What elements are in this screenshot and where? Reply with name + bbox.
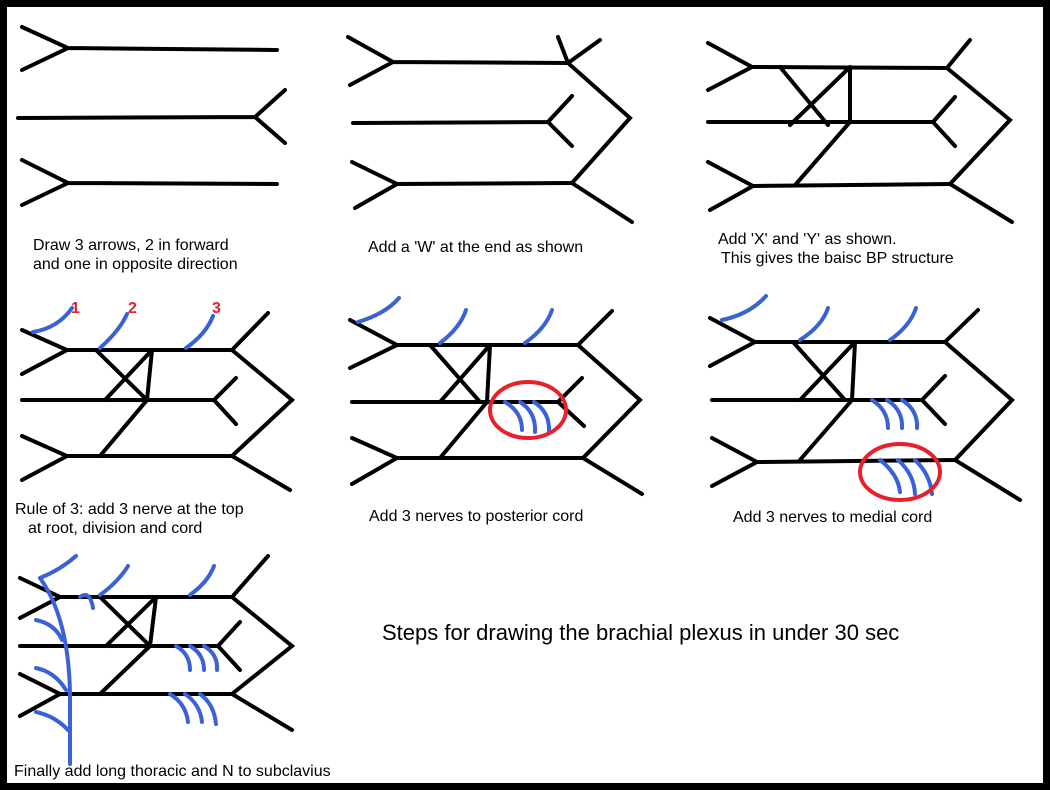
- w-shape: [575, 309, 644, 496]
- caption-line: Add a 'W' at the end as shown: [368, 239, 584, 256]
- posterior-cord-nerve-2: [885, 398, 905, 430]
- root-nerve: [720, 294, 768, 322]
- arrow-middle: [350, 376, 586, 428]
- step-5-nerves: [356, 296, 554, 434]
- cord-nerve: [184, 314, 215, 350]
- w-shape: [556, 35, 634, 224]
- nerve-number-3: 3: [212, 300, 221, 317]
- cord-nerve: [188, 564, 216, 597]
- figure-title: Steps for drawing the brachial plexus in…: [382, 620, 900, 645]
- step-1-drawing: [16, 25, 287, 207]
- step-5-caption: Add 3 nerves to posterior cord: [369, 507, 583, 526]
- step-3-caption: Add 'X' and 'Y' as shown. This gives the…: [718, 230, 954, 268]
- caption-line: at root, division and cord: [28, 520, 203, 537]
- division-nerve: [98, 312, 129, 350]
- arrow-middle: [16, 88, 287, 145]
- nerve-number-2: 2: [128, 300, 137, 317]
- posterior-cord-highlight-circle: [488, 380, 568, 440]
- posterior-cord-nerve-3: [532, 400, 552, 434]
- arrow-middle: [20, 376, 238, 426]
- step-7-drawing: [18, 554, 296, 732]
- caption-line: and one in opposite direction: [33, 256, 238, 273]
- root-nerve: [38, 554, 78, 580]
- posterior-cord-nerve-2: [188, 644, 206, 672]
- posterior-cord-nerve-3: [202, 644, 220, 672]
- w-shape: [228, 554, 296, 732]
- posterior-cord-nerve-1: [870, 398, 890, 430]
- arrow-top: [20, 25, 279, 72]
- step-4-nerves: [31, 306, 215, 350]
- y-shape: [98, 595, 158, 696]
- arrow-bottom: [706, 160, 952, 212]
- x-shape: [428, 343, 492, 404]
- medial-cord-nerve-2: [183, 692, 204, 724]
- caption-line: Draw 3 arrows, 2 in forward: [33, 237, 229, 254]
- arrow-middle: [706, 95, 957, 148]
- arrow-bottom: [20, 158, 279, 207]
- posterior-cord-nerve-1: [174, 644, 192, 672]
- arrow-bottom: [350, 160, 574, 210]
- step-1-caption: Draw 3 arrows, 2 in forward and one in o…: [33, 236, 238, 274]
- arrow-bottom: [20, 434, 234, 482]
- w-shape: [942, 308, 1022, 502]
- step-4-caption: Rule of 3: add 3 nerve at the top at roo…: [15, 500, 244, 538]
- caption-line: This gives the baisc BP structure: [721, 250, 954, 267]
- step-7-nerves: [34, 554, 220, 766]
- y-shape: [438, 343, 492, 460]
- arrow-middle: [18, 620, 242, 672]
- medial-cord-nerve-2: [896, 458, 917, 496]
- step-6-nerves: [720, 294, 934, 496]
- step-5-drawing: [348, 309, 644, 496]
- division-nerve: [798, 306, 830, 342]
- step-4-drawing: [20, 311, 296, 492]
- step-7-caption: Finally add long thoracic and N to subcl…: [14, 762, 331, 781]
- figure-panel: [7, 7, 1043, 783]
- arrow-top: [346, 35, 570, 87]
- arrow-top: [706, 41, 949, 92]
- arrow-bottom: [18, 672, 234, 718]
- y-shape: [98, 348, 154, 458]
- root-nerve: [31, 306, 74, 334]
- caption-line: Rule of 3: add 3 nerve at the top: [15, 501, 244, 518]
- step-6-drawing: [708, 308, 1022, 502]
- caption-line: Add 'X' and 'Y' as shown.: [718, 231, 897, 248]
- posterior-cord-nerve-2: [518, 400, 538, 434]
- root-nerve: [356, 296, 401, 324]
- caption-line: Add 3 nerves to medial cord: [733, 509, 933, 526]
- caption-line: Add 3 nerves to posterior cord: [369, 508, 584, 525]
- step-2-caption: Add a 'W' at the end as shown: [368, 238, 583, 257]
- medial-cord-nerve-3: [198, 692, 218, 726]
- posterior-cord-nerve-1: [503, 400, 524, 432]
- medial-cord-nerve-1: [878, 458, 902, 494]
- arrow-bottom: [710, 436, 957, 488]
- posterior-cord-nerve-3: [900, 398, 920, 430]
- x-shape: [791, 340, 857, 402]
- arrow-top: [708, 316, 947, 368]
- y-shape: [798, 340, 857, 462]
- division-nerve: [98, 564, 130, 597]
- long-thoracic-nerve: [34, 576, 72, 766]
- cord-nerve: [523, 308, 554, 345]
- x-shape: [98, 595, 158, 648]
- medial-cord-highlight-circle: [858, 442, 942, 502]
- x-shape: [778, 65, 852, 127]
- n-to-subclavius-nerve: [78, 593, 95, 610]
- nerve-number-1: 1: [71, 300, 80, 317]
- arrow-middle: [351, 94, 574, 148]
- step-2-drawing: [346, 35, 634, 224]
- y-shape: [794, 66, 852, 186]
- step-3-drawing: [706, 38, 1014, 224]
- x-shape: [94, 348, 154, 402]
- caption-line: Finally add long thoracic and N to subcl…: [14, 763, 331, 780]
- step-6-caption: Add 3 nerves to medial cord: [733, 508, 932, 527]
- arrow-bottom: [350, 436, 585, 486]
- division-nerve: [438, 308, 468, 345]
- w-shape: [944, 38, 1014, 224]
- w-shape: [228, 311, 296, 492]
- medial-cord-nerve-1: [168, 692, 190, 724]
- cord-nerve: [888, 306, 918, 342]
